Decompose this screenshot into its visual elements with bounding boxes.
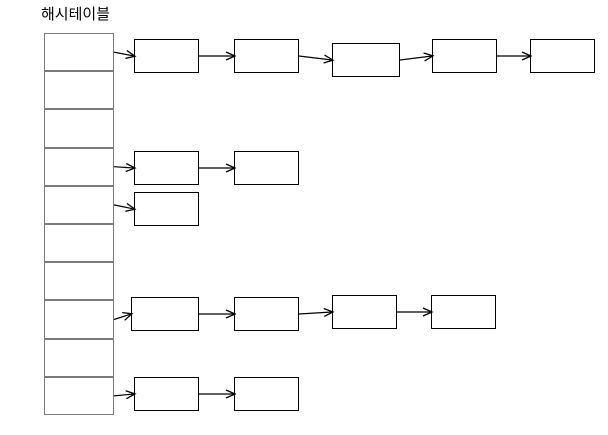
chain-node-s3-n0[interactable] [134, 151, 199, 185]
arrow-s7-n1-to-n2 [298, 307, 335, 318]
page-title: 해시테이블 [41, 5, 111, 23]
arrow-s0-n2-to-n3 [399, 52, 435, 62]
arrow-slot3-to-node0 [113, 162, 137, 173]
hash-slot-9[interactable] [44, 376, 114, 415]
chain-node-s0-n0[interactable] [134, 39, 199, 73]
chain-node-s0-n2[interactable] [332, 43, 400, 77]
hash-slot-6[interactable] [44, 262, 114, 301]
arrow-s0-n1-to-n2 [298, 54, 335, 64]
chain-node-s7-n2[interactable] [332, 295, 397, 329]
hash-slot-3[interactable] [44, 147, 114, 186]
chain-node-s0-n3[interactable] [432, 39, 497, 73]
hash-slot-2[interactable] [44, 109, 114, 148]
chain-node-s0-n4[interactable] [530, 39, 595, 73]
hash-slot-5[interactable] [44, 224, 114, 263]
hash-slot-7[interactable] [44, 300, 114, 339]
arrow-slot7-to-node0 [113, 312, 134, 321]
chain-node-s7-n0[interactable] [131, 297, 199, 331]
chain-node-s9-n0[interactable] [134, 377, 199, 411]
chain-node-s7-n1[interactable] [234, 297, 299, 331]
hash-slot-1[interactable] [44, 71, 114, 110]
chain-node-s3-n1[interactable] [234, 151, 299, 185]
chain-node-s4-n0[interactable] [134, 192, 199, 226]
hash-slot-4[interactable] [44, 185, 114, 224]
chain-node-s7-n3[interactable] [431, 295, 496, 329]
hash-slot-8[interactable] [44, 338, 114, 377]
arrow-slot4-to-node0 [113, 202, 137, 212]
hash-slot-0[interactable] [44, 33, 114, 72]
arrow-slot9-to-node0 [113, 390, 137, 400]
chain-node-s0-n1[interactable] [234, 39, 299, 73]
chain-node-s9-n1[interactable] [234, 377, 299, 411]
arrow-slot0-to-node0 [113, 50, 137, 60]
